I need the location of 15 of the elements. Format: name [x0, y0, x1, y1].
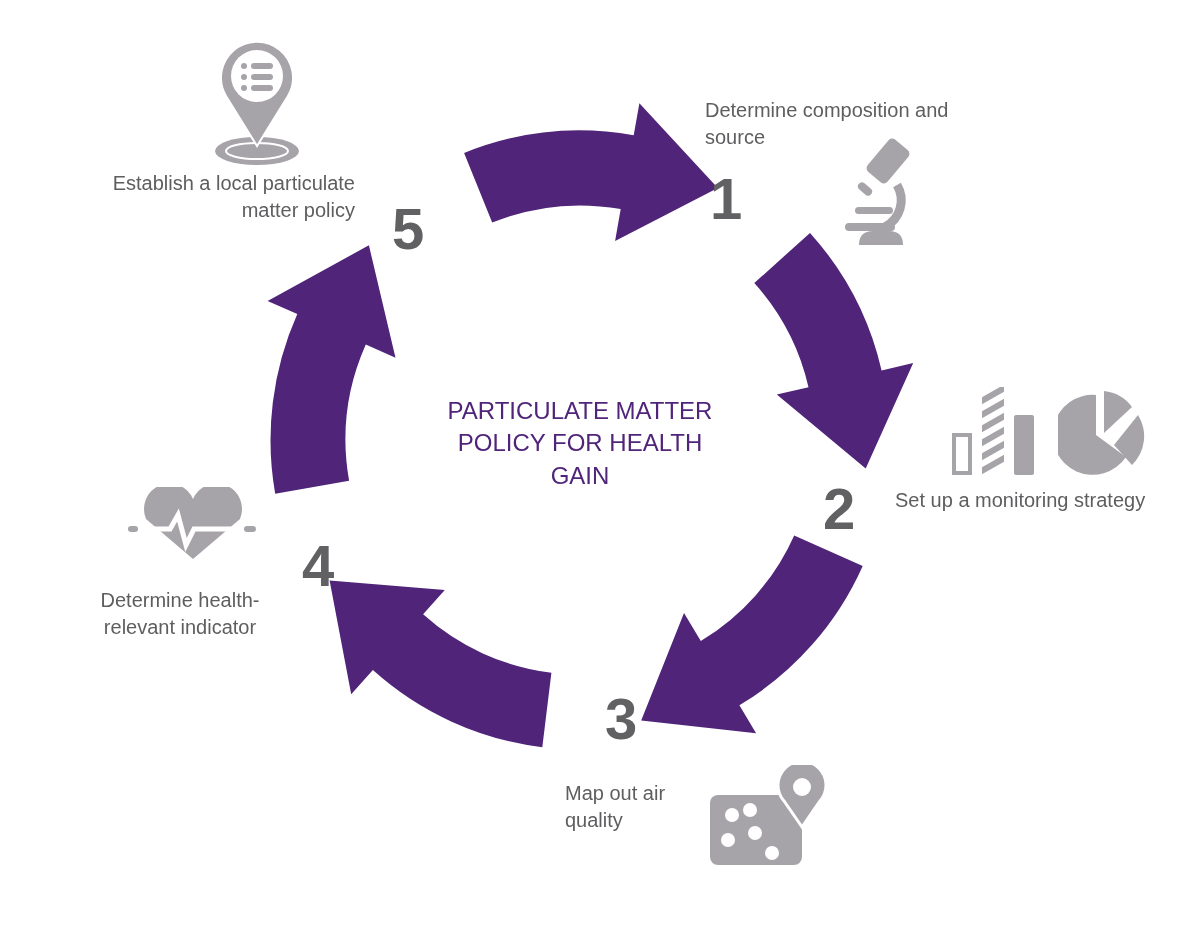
step-number: 2 — [823, 480, 856, 538]
curved-arrow — [641, 535, 863, 734]
step-caption: Map out air quality — [565, 781, 667, 833]
step-caption: Determine health-relevant indicator — [99, 588, 261, 640]
step-number: 1 — [710, 170, 743, 228]
step-number: 5 — [392, 200, 425, 258]
curved-arrow — [754, 232, 914, 469]
step-number: 4 — [302, 537, 335, 595]
step-caption: Establish a local particulate matter policy — [111, 171, 355, 223]
step-number: 3 — [605, 690, 638, 748]
curved-arrow — [329, 580, 552, 748]
step-caption: Set up a monitoring strategy — [895, 488, 1147, 513]
step-caption: Determine composition and source — [705, 98, 950, 150]
title: PARTICULATE MATTER POLICY FOR HEALTH GAIN — [446, 396, 714, 491]
curved-arrow — [267, 245, 396, 494]
